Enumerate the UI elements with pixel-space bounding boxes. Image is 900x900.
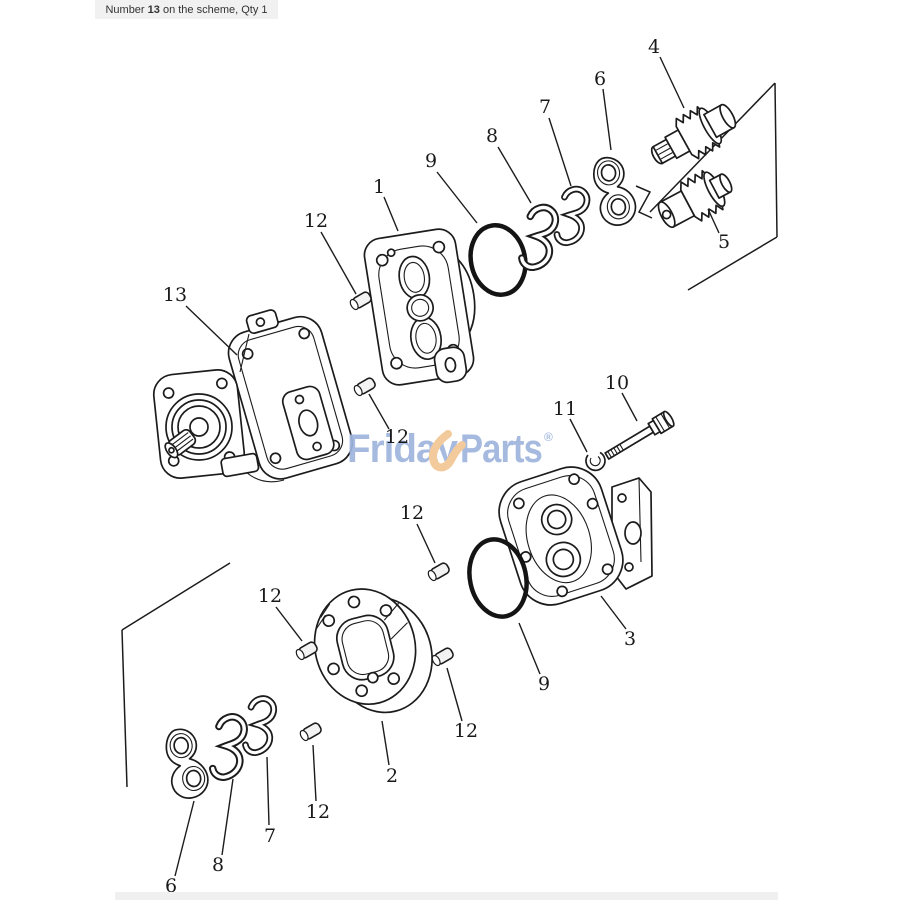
part-6-retainer-bottom <box>165 728 209 799</box>
callout-2: 2 <box>386 765 398 787</box>
dowel-pins <box>295 291 454 742</box>
callout-4: 4 <box>648 36 660 58</box>
caption-part-number: 13 <box>147 3 160 16</box>
part-10-bolt <box>604 410 675 460</box>
leader-line-9 <box>436 171 478 224</box>
scan-edge-strip <box>115 892 778 900</box>
leader-line-13 <box>185 305 238 356</box>
callout-5: 5 <box>718 231 730 253</box>
leader-line-7 <box>266 756 270 826</box>
frame-line <box>121 629 128 788</box>
part-12-pin <box>353 377 376 397</box>
leader-line-9 <box>518 622 541 675</box>
frame-line <box>687 236 778 291</box>
callout-12: 12 <box>304 210 328 232</box>
callout-6: 6 <box>594 68 606 90</box>
part-9-oring-bottom <box>467 537 529 619</box>
callout-8: 8 <box>486 125 498 147</box>
part-8-snap-ring-bottom <box>212 716 245 779</box>
callout-9: 9 <box>425 150 437 172</box>
part-13-pump-assembly <box>152 309 354 483</box>
frame-line <box>121 562 231 631</box>
callout-3: 3 <box>624 628 636 650</box>
callout-12: 12 <box>258 585 282 607</box>
part-7-snap-ring-top <box>556 187 588 245</box>
callout-7: 7 <box>539 96 551 118</box>
leader-line-3 <box>600 595 627 630</box>
part-7-snap-ring-bottom <box>245 697 275 754</box>
leader-line-12 <box>446 667 463 722</box>
callout-7: 7 <box>264 825 276 847</box>
part-9-oring-top <box>468 223 528 297</box>
part-8-snap-ring-top <box>521 205 557 269</box>
callout-12: 12 <box>385 426 409 448</box>
frame-line <box>774 82 778 238</box>
part-6-retainer-top <box>592 156 637 226</box>
watermark-logo: Friday Parts ® <box>347 427 553 472</box>
part-5-gear <box>657 169 733 229</box>
leader-line-8 <box>497 146 532 204</box>
break-mark <box>635 185 653 219</box>
leader-line-8 <box>221 778 234 856</box>
leader-line-1 <box>383 196 399 232</box>
callout-8: 8 <box>212 854 224 876</box>
part-12-pin <box>299 722 322 742</box>
part-2-spacer <box>313 588 433 714</box>
leader-line-5 <box>707 208 720 234</box>
part-13-splined-shaft <box>164 428 197 459</box>
part-12-pin <box>295 641 318 661</box>
callout-10: 10 <box>605 372 629 394</box>
callout-1: 1 <box>373 176 385 198</box>
caption-rest: on the scheme, Qty 1 <box>159 3 268 16</box>
callout-11: 11 <box>553 398 577 420</box>
leader-line-12 <box>275 606 303 642</box>
part-12-pin <box>349 291 372 311</box>
callout-13: 13 <box>163 284 187 306</box>
leader-line-12 <box>368 393 390 430</box>
part-12-pin <box>431 647 454 667</box>
watermark-swoosh-icon <box>429 430 466 472</box>
leader-line-11 <box>569 418 588 453</box>
part-12-pin <box>427 562 450 582</box>
callout-12: 12 <box>400 502 424 524</box>
leader-line-6 <box>174 800 195 877</box>
leader-line-2 <box>381 720 390 766</box>
part-11-washer <box>585 451 606 472</box>
part-1-plate <box>363 228 476 386</box>
leader-line-12 <box>320 231 357 295</box>
part-3-cover <box>498 466 653 606</box>
caption-prefix: Number <box>105 3 148 16</box>
watermark-text-parts: Parts <box>460 427 542 471</box>
callout-12: 12 <box>454 720 478 742</box>
leader-line-12 <box>416 523 436 564</box>
watermark-registered-mark: ® <box>544 430 553 444</box>
callout-6: 6 <box>165 875 177 897</box>
part-4-gear <box>650 103 737 165</box>
leader-line-7 <box>548 117 572 187</box>
leader-line-10 <box>621 392 638 422</box>
caption-bar: Number 13 on the scheme, Qty 1 <box>95 0 278 19</box>
leader-line-6 <box>602 88 612 151</box>
callout-12: 12 <box>306 801 330 823</box>
callout-9: 9 <box>538 673 550 695</box>
leader-line-12 <box>312 744 317 802</box>
leader-line-4 <box>659 56 685 109</box>
part-13-port-flange <box>281 385 335 461</box>
